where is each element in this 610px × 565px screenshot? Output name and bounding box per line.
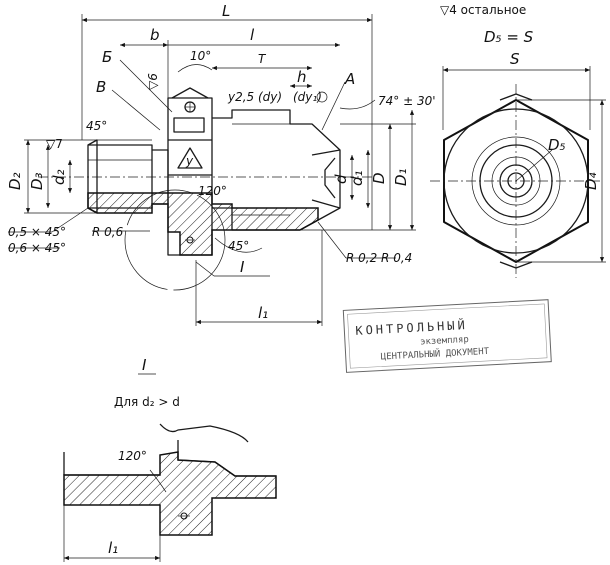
right-thread-lines [232,123,290,216]
dim-D2: D₂ [6,172,24,190]
dim-d1: d₁ [348,170,366,186]
callout-B: Б [102,48,112,66]
radius-left: R 0,6 [92,225,124,239]
detail-label: I [142,356,147,374]
dim-b: b [150,26,160,44]
dim-l: l [250,26,255,44]
stamp-line-3: ЦЕНТРАЛЬНЫЙ ДОКУМЕНТ [380,345,489,363]
callout-I: I [240,258,245,276]
detail-dim-l1: l₁ [108,539,118,557]
detail-hatched-section [63,451,277,536]
thread-label-dy: y2,5 (dy) [227,90,282,104]
dim-d: d [332,174,350,184]
detail-i-circle [124,189,226,291]
seat-profile [324,157,336,199]
angle-45-left: 45° [86,119,107,133]
stamp-line-1: КОНТРОЛЬНЫЙ [355,317,468,338]
cone-seat [311,149,341,209]
main-section-view: y [38,87,372,291]
dim-l1: l₁ [258,304,268,322]
dim-D: D [370,172,388,184]
dim-D4: D₄ [582,172,600,190]
angle-120: 120° [198,184,227,198]
dim-d2: d₂ [50,169,68,185]
marker-y-label: y [185,154,194,168]
dim-T: T [258,52,267,66]
marking-box [173,117,205,133]
control-copy-stamp: КОНТРОЛЬНЫЙ экземпляр ЦЕНТРАЛЬНЫЙ ДОКУМЕ… [342,299,552,373]
marking-triangle [177,147,203,169]
detail-i-view: I Для d₂ > d 120° l₁ [63,356,277,562]
callout-A: А [344,70,355,88]
hatched-section [87,192,319,256]
detail-break-line [159,423,249,443]
angle-10: 10° [190,49,211,63]
roughness-7: ▽7 [46,137,63,151]
dim-D5: D₅ [548,136,566,154]
d5-equals-s-note: D₅ = S [484,28,534,46]
roughness-6: ▽6 [146,73,160,90]
hex-faces [168,139,212,176]
angle-74: 74° ± 30' [378,94,436,108]
dim-S: S [510,50,520,68]
callout-V: В [96,78,106,96]
roughness-note: ▽4 остальное [440,3,526,17]
angle-45-bottom: 45° [228,239,249,253]
end-view: S D₅ D₄ [430,50,606,278]
thread-label-dy1: (dy₁) [293,90,322,104]
dim-L: L [222,2,230,20]
stamp-line-2: экземпляр [420,335,469,348]
detail-angle-120: 120° [118,449,147,463]
dim-D3: D₃ [28,172,46,190]
dim-h: h [297,68,307,86]
dim-D1: D₁ [392,168,410,186]
detail-condition: Для d₂ > d [114,395,180,409]
hex-top-edge [171,87,209,99]
dimension-layer: L b l T h 10° ▽6 Б В А y2,5 (dy) (dy₁) 7… [6,2,436,326]
